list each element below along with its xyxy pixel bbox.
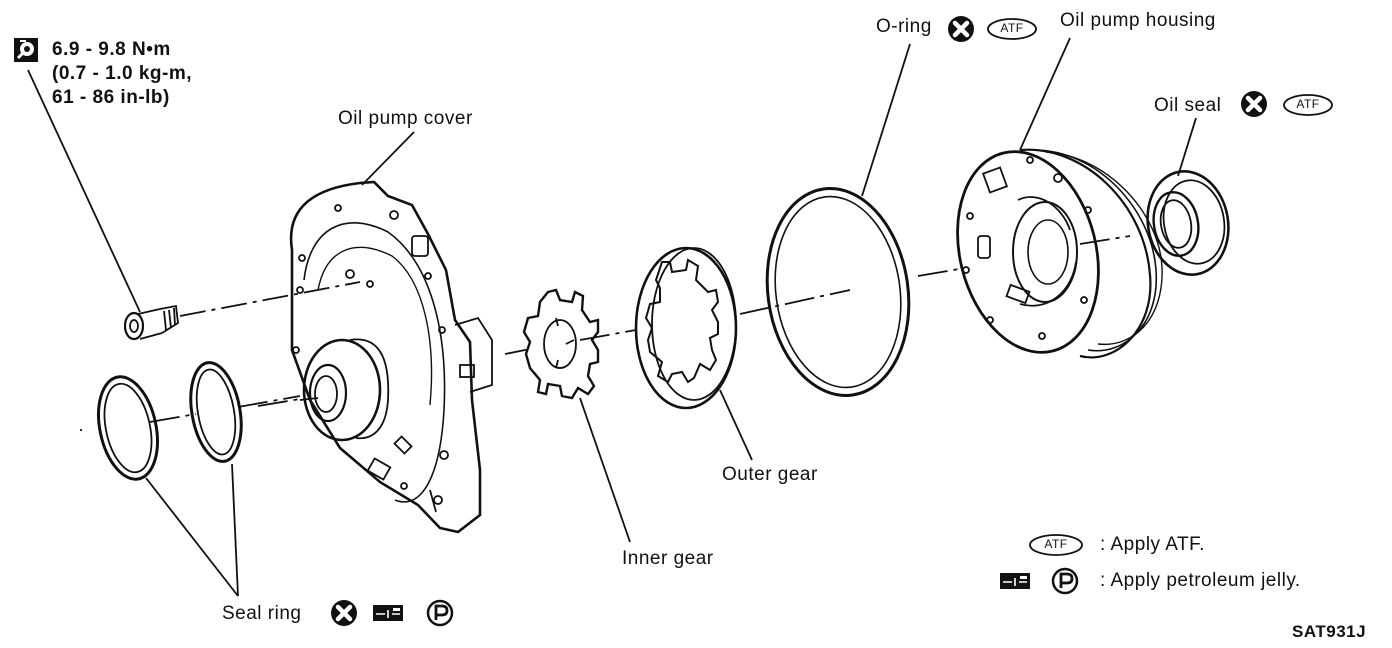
torque-spec-line3: 61 - 86 in-lb) bbox=[52, 87, 170, 108]
inner-gear-leader-line bbox=[579, 397, 631, 543]
bolt-part bbox=[123, 304, 179, 341]
torque-spec-line1: 6.9 - 9.8 N•m bbox=[52, 39, 171, 60]
seal-ring-right bbox=[189, 361, 243, 463]
do-not-reuse-icon bbox=[1241, 91, 1267, 117]
bolt-leader-line bbox=[27, 69, 141, 313]
seal-ring-label: Seal ring bbox=[222, 603, 302, 624]
atf-badge-icon bbox=[1283, 94, 1333, 116]
legend-atf-description: : Apply ATF. bbox=[1100, 534, 1205, 555]
oil-pump-cover-label: Oil pump cover bbox=[338, 108, 473, 129]
do-not-reuse-icon bbox=[948, 16, 974, 42]
seal-ring-leader-line-right bbox=[231, 463, 239, 597]
torque-spec-line2: (0.7 - 1.0 kg-m, bbox=[52, 63, 192, 84]
petroleum-jelly-icon bbox=[372, 604, 404, 622]
legend-jelly-description: : Apply petroleum jelly. bbox=[1100, 570, 1301, 591]
oil-seal-part bbox=[1146, 170, 1230, 276]
outer-gear-leader-line bbox=[719, 389, 753, 461]
oil-seal-label: Oil seal bbox=[1154, 95, 1222, 116]
oil-pump-cover-part bbox=[289, 180, 493, 534]
atf-badge-icon bbox=[987, 18, 1037, 40]
inner-gear-part bbox=[522, 288, 600, 400]
legend-jelly-icon bbox=[999, 572, 1031, 590]
legend-p-icon bbox=[1051, 567, 1079, 595]
petroleum-p-icon bbox=[426, 599, 454, 627]
seal-ring-leader-line-left bbox=[145, 477, 239, 597]
oil-seal-leader-line bbox=[1177, 117, 1197, 177]
inner-gear-label: Inner gear bbox=[622, 548, 714, 569]
torque-wrench-icon bbox=[14, 38, 38, 62]
figure-code: SAT931J bbox=[1292, 622, 1367, 641]
do-not-reuse-icon bbox=[331, 600, 357, 626]
o-ring-atf-text: ATF bbox=[1000, 21, 1024, 35]
o-ring-leader-line bbox=[861, 43, 911, 197]
legend-atf-icon bbox=[1029, 534, 1083, 556]
oil-pump-housing-part bbox=[956, 148, 1163, 359]
outer-gear-label: Outer gear bbox=[722, 464, 818, 485]
housing-leader-line bbox=[1019, 37, 1071, 151]
o-ring-part bbox=[765, 187, 911, 397]
oil-pump-housing-label: Oil pump housing bbox=[1060, 10, 1216, 31]
o-ring-label: O-ring bbox=[876, 16, 932, 37]
oil-seal-atf-text: ATF bbox=[1296, 97, 1320, 111]
cover-leader-line bbox=[361, 131, 415, 186]
seal-ring-left bbox=[97, 375, 159, 481]
outer-gear-part bbox=[634, 246, 738, 410]
legend-atf-text: ATF bbox=[1044, 537, 1068, 551]
